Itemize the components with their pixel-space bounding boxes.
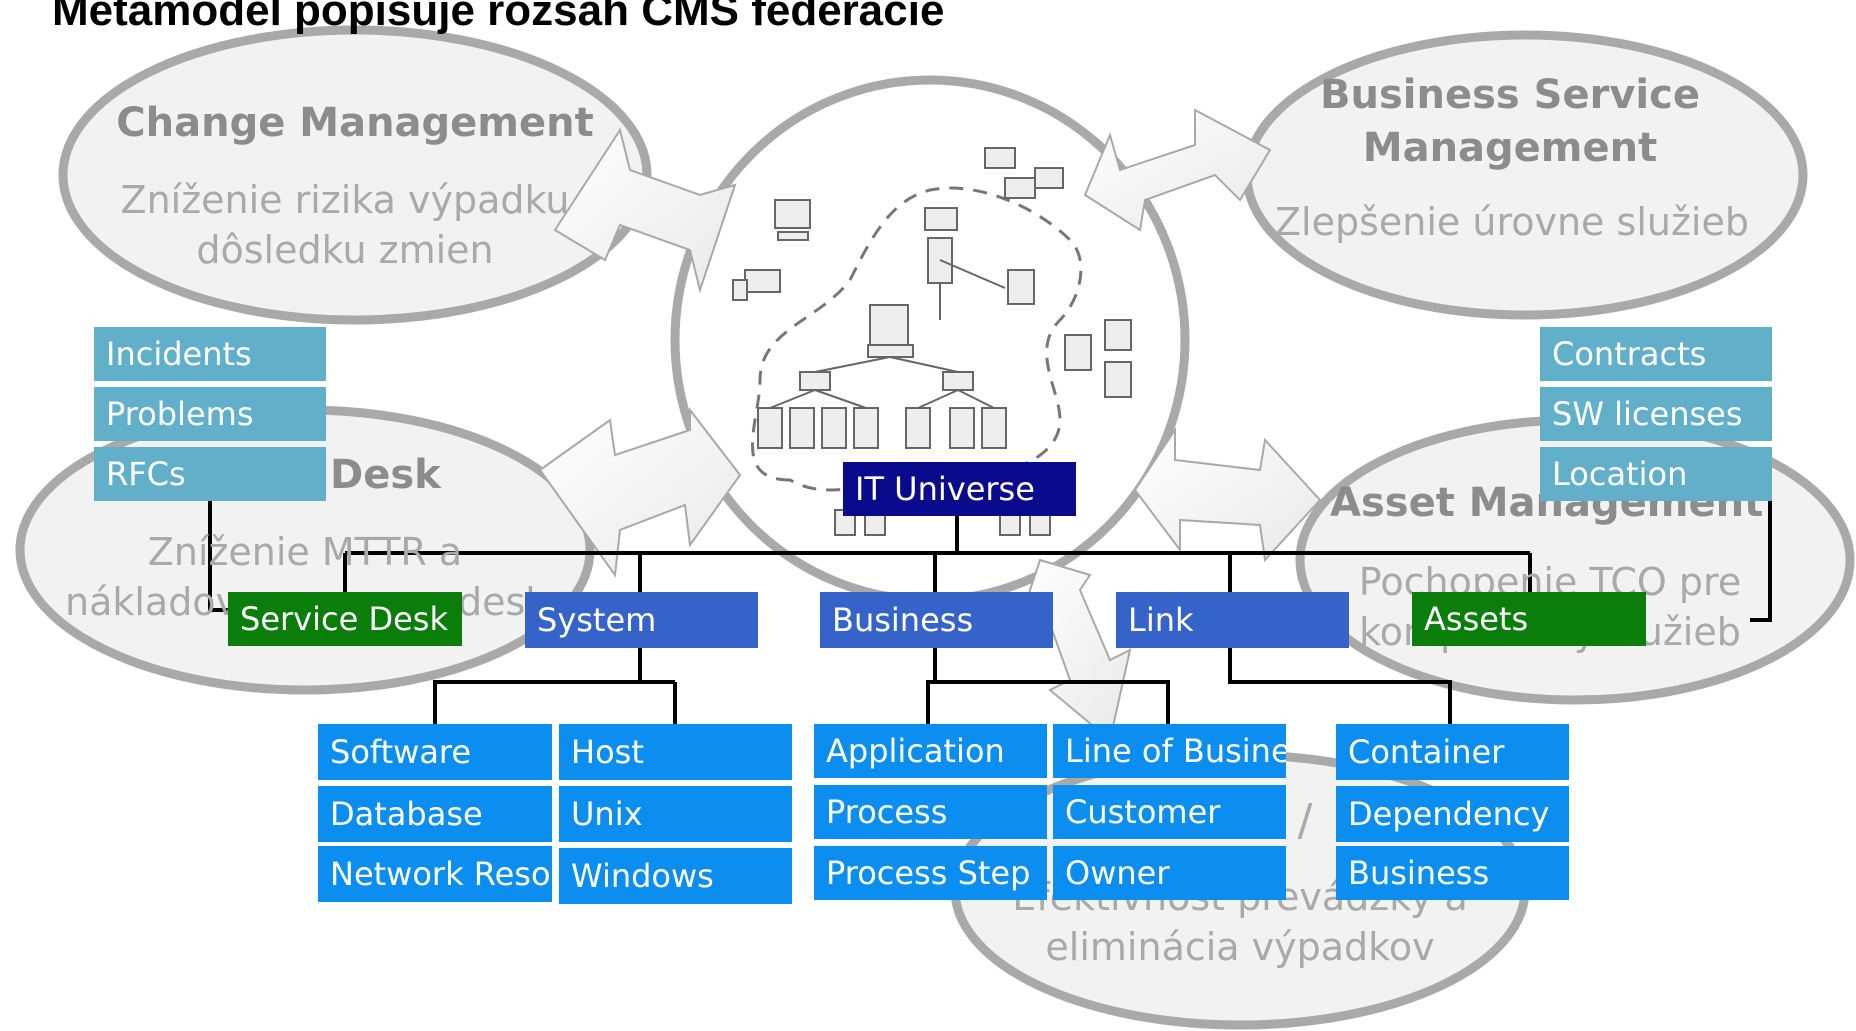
network-cloud (732, 147, 1132, 536)
arrow-change (553, 127, 737, 294)
bsm-title-line1: Business Service (1320, 72, 1700, 118)
list-item-problems[interactable]: Problems (94, 387, 326, 441)
node-host[interactable]: Host (559, 724, 792, 780)
arrow-asset (1133, 426, 1322, 563)
service-desk-bubble-line2: nákladov (65, 580, 239, 624)
node-owner[interactable]: Owner (1053, 846, 1286, 900)
change-management-line1: Zníženie rizika výpadku (120, 178, 570, 222)
list-item-location[interactable]: Location (1540, 447, 1772, 501)
bsm-title-line2: Management (1362, 125, 1658, 171)
node-system[interactable]: System (525, 592, 758, 648)
change-management-line2: dôsledku zmien (196, 228, 494, 272)
bubble-change-management (58, 25, 652, 325)
node-service-desk[interactable]: Service Desk (228, 592, 462, 646)
operations-line2: eliminácia výpadkov (1045, 925, 1435, 969)
node-customer[interactable]: Customer (1053, 785, 1286, 839)
service-desk-bubble-title: Desk (330, 452, 441, 498)
service-desk-bubble-line1: Zníženie MTTR a (147, 530, 463, 574)
node-assets[interactable]: Assets (1412, 592, 1646, 646)
node-container[interactable]: Container (1336, 724, 1569, 780)
node-database[interactable]: Database (318, 786, 552, 842)
node-link[interactable]: Link (1116, 592, 1349, 648)
node-windows[interactable]: Windows (559, 848, 792, 904)
node-software[interactable]: Software (318, 724, 552, 780)
change-management-title: Change Management (116, 100, 594, 146)
list-item-sw-licenses[interactable]: SW licenses (1540, 387, 1772, 441)
list-item-rfcs[interactable]: RFCs (94, 447, 326, 501)
arrow-bsm (1083, 108, 1272, 232)
node-process[interactable]: Process (814, 785, 1047, 839)
node-business-link[interactable]: Business (1336, 846, 1569, 900)
node-process-step[interactable]: Process Step (814, 846, 1047, 900)
tree-connectors (208, 500, 1772, 725)
node-business[interactable]: Business (820, 592, 1053, 648)
operations-slash: / (1297, 795, 1313, 846)
node-dependency[interactable]: Dependency (1336, 786, 1569, 842)
node-it-universe[interactable]: IT Universe (843, 462, 1076, 516)
page-title: Metamodel popisuje rozsah CMS federácie (52, 0, 945, 35)
list-item-contracts[interactable]: Contracts (1540, 327, 1772, 381)
node-application[interactable]: Application (814, 724, 1047, 778)
node-line-of-business[interactable]: Line of Business (1053, 724, 1286, 778)
node-network-resource[interactable]: Network Reso (318, 846, 552, 902)
arrow-operations (1018, 558, 1132, 742)
node-unix[interactable]: Unix (559, 786, 792, 842)
bsm-description: Zlepšenie úrovne služieb (1275, 200, 1749, 244)
arrow-service-desk (538, 407, 742, 578)
list-item-incidents[interactable]: Incidents (94, 327, 326, 381)
